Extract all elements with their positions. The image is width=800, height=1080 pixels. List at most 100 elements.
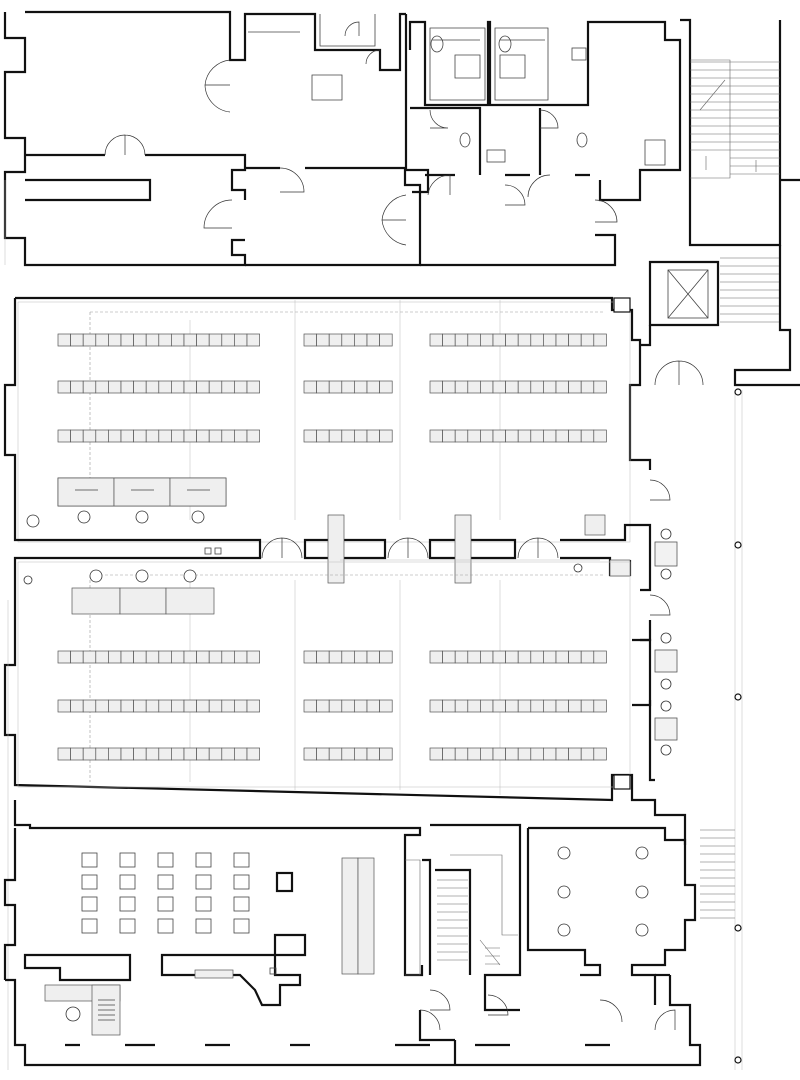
desk [328, 699, 343, 713]
desk [379, 747, 393, 761]
desk [328, 380, 343, 394]
seat [195, 918, 212, 934]
desk [95, 747, 109, 761]
chair-icon [89, 569, 197, 583]
desk [492, 333, 506, 347]
desk [234, 650, 248, 664]
desk [183, 333, 197, 347]
desk [341, 650, 355, 664]
desk [366, 429, 380, 443]
desk [133, 429, 147, 443]
desk [158, 429, 172, 443]
seat [81, 896, 98, 912]
desk [530, 333, 544, 347]
desk [366, 699, 380, 713]
desk [70, 380, 84, 394]
desk [580, 333, 595, 347]
desk [593, 429, 607, 443]
desk [379, 333, 393, 347]
desk [580, 429, 595, 443]
desk [517, 380, 532, 394]
desk [82, 699, 97, 713]
seat [195, 874, 212, 890]
desk [316, 429, 330, 443]
desk [467, 380, 481, 394]
desk [429, 650, 443, 664]
reading-room-north [3, 296, 652, 543]
desk [145, 333, 160, 347]
desk [379, 650, 393, 664]
desk [580, 380, 595, 394]
seat [195, 852, 212, 868]
desk [196, 699, 210, 713]
desk [246, 333, 260, 347]
desk [208, 380, 223, 394]
desk [580, 699, 595, 713]
desk [328, 747, 343, 761]
desk [517, 699, 532, 713]
door-swing-icon [104, 134, 146, 156]
desk [57, 429, 71, 443]
seat [119, 874, 136, 890]
toilet-icon [576, 132, 588, 148]
central-corridor [13, 514, 652, 590]
desk [70, 650, 84, 664]
desk [158, 747, 172, 761]
desk [57, 380, 71, 394]
desk [145, 699, 160, 713]
desk [133, 747, 147, 761]
desk [303, 429, 317, 443]
desk [366, 747, 380, 761]
desk [480, 747, 494, 761]
desk [580, 747, 595, 761]
desk [354, 429, 368, 443]
desk [171, 380, 185, 394]
seat [81, 852, 98, 868]
desk [95, 650, 109, 664]
desk [568, 333, 582, 347]
desk [183, 380, 197, 394]
desk [341, 429, 355, 443]
elevator [640, 260, 720, 347]
north-offices [3, 10, 422, 267]
desk [354, 699, 368, 713]
desk [555, 429, 569, 443]
desk [158, 699, 172, 713]
desk [366, 380, 380, 394]
desk [120, 380, 134, 394]
desk [454, 380, 469, 394]
desk [316, 699, 330, 713]
desk [316, 650, 330, 664]
desk [171, 747, 185, 761]
desk [208, 650, 223, 664]
stair-icon [690, 61, 780, 175]
lower-stair [405, 823, 522, 1016]
toilet-icon [430, 35, 444, 53]
desk [133, 699, 147, 713]
desk [530, 650, 544, 664]
desk [221, 747, 235, 761]
desk [543, 380, 557, 394]
seat [233, 852, 250, 868]
desk [429, 699, 443, 713]
desk [505, 699, 519, 713]
desk [517, 650, 532, 664]
desk [316, 333, 330, 347]
desk [303, 650, 317, 664]
desk [580, 650, 595, 664]
desk [366, 650, 380, 664]
desk [442, 747, 456, 761]
desk [517, 333, 532, 347]
desk [246, 650, 260, 664]
desk [454, 699, 469, 713]
desk [505, 429, 519, 443]
desk [171, 650, 185, 664]
sink-icon [571, 47, 587, 61]
desk [234, 699, 248, 713]
desk [57, 650, 71, 664]
desk [316, 747, 330, 761]
desk [221, 333, 235, 347]
desk [568, 650, 582, 664]
desk [543, 747, 557, 761]
